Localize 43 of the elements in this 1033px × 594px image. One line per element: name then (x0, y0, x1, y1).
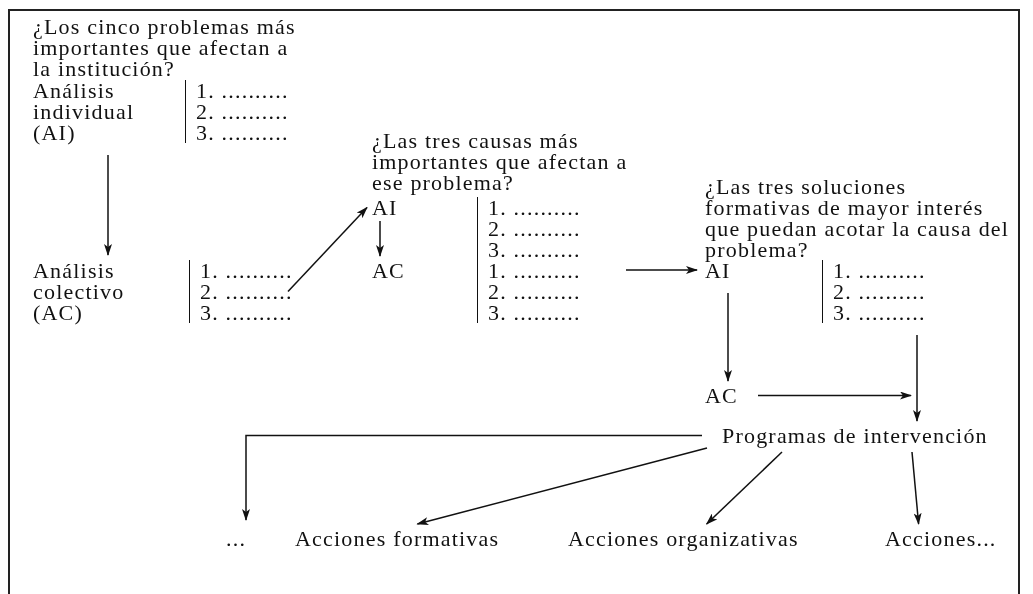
node-label: Acciones formativas (295, 528, 500, 549)
arrow (287, 206, 368, 293)
answer-list (822, 260, 926, 323)
arrow (911, 451, 922, 525)
list-item: 1. .......... (833, 260, 926, 281)
arrow (705, 451, 783, 525)
node-label: ... (226, 528, 247, 549)
list-item: 2. .......... (488, 218, 581, 239)
arrow (242, 434, 703, 521)
arrow (376, 220, 384, 257)
list-item: 3. .......... (833, 302, 926, 323)
node-label: Acciones organizativas (568, 528, 799, 549)
question-text: ¿Las tres causas más importantes que afectan a ese problema? (372, 130, 629, 193)
node-label: AC (705, 385, 738, 406)
node-label: Análisis individual (AI) (33, 80, 163, 143)
list-item: 3. .......... (200, 302, 293, 323)
arrow (757, 391, 912, 400)
list-item: 3. .......... (488, 302, 581, 323)
answer-list (185, 80, 289, 143)
list-item: 3. .......... (196, 122, 289, 143)
node-label: Programas de intervención (722, 425, 988, 446)
list-item: 3. .......... (488, 239, 581, 260)
list-item: 2. .......... (196, 101, 289, 122)
question-text: ¿Los cinco problemas más importantes que afectan a la institución? (33, 16, 297, 79)
node-label: AC (372, 260, 405, 281)
list-item: 1. .......... (196, 80, 289, 101)
node-label: Acciones... (885, 528, 997, 549)
list-item: 1. .......... (200, 260, 293, 281)
question-text: ¿Las tres soluciones formativas de mayor interés que puedan acotar la causa del problema? (705, 176, 1011, 260)
answer-list (477, 197, 581, 323)
arrow (104, 154, 112, 256)
node-label: AI (372, 197, 398, 218)
arrow (724, 292, 732, 382)
arrow (416, 447, 708, 526)
arrow (625, 266, 698, 274)
list-item: 2. .......... (488, 281, 581, 302)
answer-list (189, 260, 293, 323)
node-label: Análisis colectivo (AC) (33, 260, 163, 323)
list-item: 2. .......... (200, 281, 293, 302)
list-item: 1. .......... (488, 197, 581, 218)
list-item: 1. .......... (488, 260, 581, 281)
list-item: 2. .......... (833, 281, 926, 302)
arrow (913, 334, 921, 422)
